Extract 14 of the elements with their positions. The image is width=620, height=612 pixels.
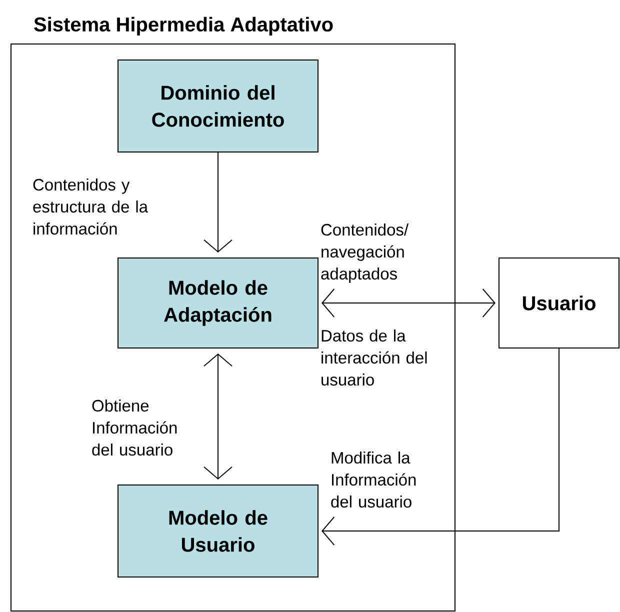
model-box: Modelo de Usuario — [118, 484, 318, 578]
edge-label: Obtiene Información del usuario — [92, 400, 177, 456]
edge-label: Modifica la Información del usuario — [331, 452, 416, 508]
text-label: Datos de la interacción del usuario — [322, 330, 427, 386]
arrow — [322, 288, 496, 318]
edge-label: Contenidos/ navegación adaptados — [321, 224, 409, 283]
arrow — [322, 348, 560, 546]
arrow — [204, 152, 232, 252]
node-label: Sistema Hipermedia Adaptativo — [34, 16, 333, 36]
user-box: Usuario — [498, 258, 620, 348]
model-box: Modelo de Adaptación — [118, 258, 318, 348]
model-box: Dominio del Conocimiento — [118, 60, 318, 152]
edge-label: Contenidos y estructura de la información — [33, 178, 148, 235]
arrow — [204, 354, 232, 480]
